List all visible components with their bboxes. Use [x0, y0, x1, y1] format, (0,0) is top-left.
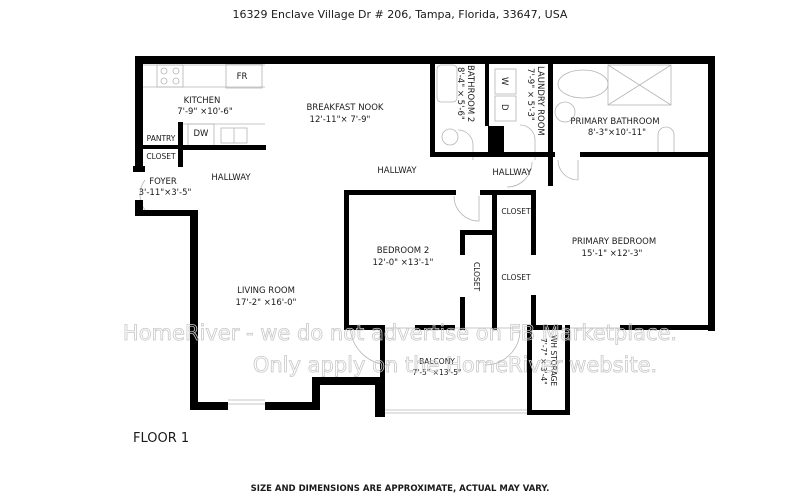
washer-label: W	[499, 77, 509, 86]
laundry-dims: 7'-9" × 5'-3"	[525, 68, 535, 121]
watermark-line2: Only apply on the HomeRiver website.	[253, 353, 657, 377]
floor-label: FLOOR 1	[133, 431, 190, 446]
bedroom2-closet-label: CLOSET	[472, 262, 481, 292]
kitchen-label: KITCHEN	[184, 96, 221, 106]
primary-bathroom-label: PRIMARY BATHROOM	[570, 117, 659, 127]
fridge-label: FR	[237, 72, 248, 82]
breakfast-nook-label: BREAKFAST NOOK	[306, 103, 383, 113]
balcony-label: BALCONY	[419, 357, 455, 366]
dishwasher-label: DW	[194, 129, 210, 139]
bathroom2-label: BATHROOM 2	[465, 65, 475, 122]
primary-bathroom-dims: 8'-3"×10'-11"	[588, 128, 646, 138]
hallway-right-label: HALLWAY	[492, 168, 532, 178]
balcony-dims: 7'-5" ×13'-5"	[413, 368, 462, 377]
hallway-left-label: HALLWAY	[211, 173, 251, 183]
walls	[133, 56, 715, 417]
foyer-dims: 3'-11"×3'-5"	[139, 188, 192, 198]
primary-closet-label: CLOSET	[501, 273, 531, 282]
laundry-label: LAUNDRY ROOM	[535, 66, 545, 136]
hallway-mid-label: HALLWAY	[377, 166, 417, 176]
breakfast-nook-dims: 12'-11"× 7'-9"	[310, 115, 371, 125]
living-room-dims: 17'-2" ×16'-0"	[236, 298, 297, 308]
hall-closet-label: CLOSET	[501, 207, 531, 216]
living-room-label: LIVING ROOM	[237, 286, 295, 296]
bathroom2-dims: 8'-4" × 5'-6"	[455, 67, 465, 120]
primary-bedroom-dims: 15'-1" ×12'-3"	[582, 249, 643, 259]
kitchen-dims: 7'-9" ×10'-6"	[177, 107, 233, 117]
disclaimer: SIZE AND DIMENSIONS ARE APPROXIMATE, ACT…	[250, 484, 550, 494]
foyer-label: FOYER	[149, 177, 177, 187]
bedroom2-dims: 12'-0" ×13'-1"	[373, 258, 434, 268]
property-address: 16329 Enclave Village Dr # 206, Tampa, F…	[232, 8, 568, 21]
primary-bedroom-label: PRIMARY BEDROOM	[572, 237, 656, 247]
bedroom2-label: BEDROOM 2	[377, 246, 429, 256]
storage-label: WH STORAGE	[549, 335, 558, 386]
foyer-closet-label: CLOSET	[146, 152, 176, 161]
pantry-label: PANTRY	[147, 134, 176, 143]
storage-dims: 7'-7" × 3'-4"	[539, 338, 548, 385]
watermark-line1: HomeRiver - we do not advertise on FB Ma…	[123, 321, 677, 345]
dryer-label: D	[499, 104, 509, 111]
